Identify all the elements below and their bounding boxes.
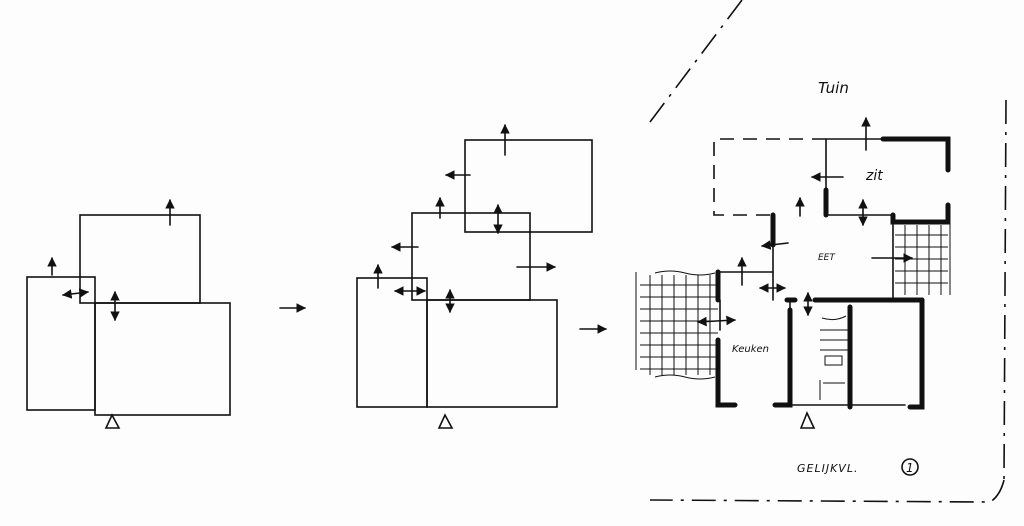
volume-front — [426, 299, 558, 408]
volume-front — [94, 302, 231, 416]
site-boundary — [649, 0, 743, 123]
site-boundary — [649, 479, 1005, 503]
label-sheet-number: 1 — [906, 461, 914, 475]
entrance-triangle-icon — [104, 413, 121, 429]
concept-diagram-1 — [26, 199, 231, 429]
terrace-hatch-left — [635, 270, 718, 380]
sketch-stroke — [635, 272, 711, 375]
sketch-stroke — [717, 271, 774, 331]
sketch-stroke — [715, 269, 793, 408]
sketch-stroke — [895, 234, 948, 284]
arrow-icon — [697, 315, 736, 327]
site-boundary — [1003, 99, 1007, 481]
sketch-stroke — [654, 270, 716, 380]
entrance-triangle-icon — [437, 413, 454, 429]
sketch-stroke — [819, 380, 845, 400]
ground-floor-plan: Tuin zit EET Keuken GELIJKVL. 1 — [635, 0, 1007, 503]
sketch-stroke — [823, 136, 951, 225]
sketch-stroke — [770, 212, 925, 303]
sketch-stroke — [847, 297, 925, 410]
label-floor-level: GELIJKVL. — [797, 462, 858, 475]
concept-diagram-2 — [356, 124, 593, 429]
sketch-stroke — [789, 299, 906, 406]
label-kitchen: Keuken — [732, 344, 769, 355]
volume-left — [356, 277, 428, 408]
volume-rear — [79, 214, 201, 304]
arrow-icon — [62, 288, 89, 299]
volume-top — [464, 139, 593, 233]
arrow-icon — [761, 240, 789, 250]
label-dining-room: EET — [818, 253, 836, 263]
label-sitting-room: zit — [865, 168, 883, 184]
volume-middle — [411, 212, 531, 301]
label-garden: Tuin — [818, 79, 849, 97]
entrance-triangle-icon — [799, 410, 816, 429]
terrace-outline — [713, 138, 826, 216]
sketch-stroke — [640, 284, 718, 370]
sketch-stroke — [636, 275, 718, 373]
volume-left — [26, 276, 96, 411]
sheet-number-circle — [901, 458, 919, 476]
sketch-stroke — [820, 315, 848, 366]
